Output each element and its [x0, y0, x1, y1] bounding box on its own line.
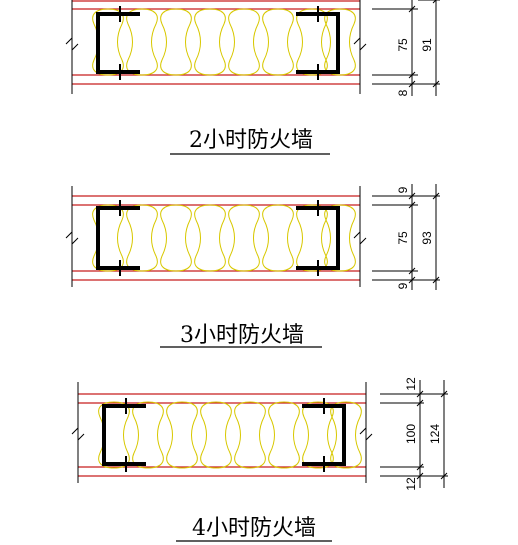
wall-section-3h: 9 75 9 93 3小时防火墙 [65, 184, 440, 348]
caption-4h: 4小时防火墙 [192, 516, 316, 541]
break-mark-right [353, 36, 367, 52]
caption-2h: 2小时防火墙 [189, 128, 313, 153]
dim-board-bottom: 12 [404, 477, 418, 491]
steel-stud-left [96, 6, 140, 80]
dim-stud-depth: 75 [396, 231, 410, 245]
dim-board-top: 9 [396, 186, 410, 193]
insulation [92, 204, 356, 272]
dimension-lines [372, 184, 440, 290]
steel-stud-right [296, 6, 340, 80]
steel-stud-left [96, 200, 140, 276]
insulation [98, 401, 362, 469]
break-mark-left [65, 36, 79, 52]
steel-stud-right [302, 398, 346, 472]
wall-section-4h: 12 100 12 124 4小时防火墙 [71, 377, 448, 542]
break-mark-left [71, 426, 85, 442]
steel-stud-right [296, 200, 340, 276]
wall-section-2h: 75 91 8 2小时防火墙 [65, 0, 440, 155]
dim-total: 91 [420, 38, 434, 52]
dim-board-bottom: 9 [396, 282, 410, 289]
dim-board-bottom: 8 [396, 89, 410, 96]
caption-3h: 3小时防火墙 [180, 323, 304, 348]
dimension-lines [372, 0, 440, 96]
dim-board-top: 12 [404, 377, 418, 391]
break-mark-right [353, 230, 367, 246]
dim-total: 124 [428, 424, 442, 444]
insulation [92, 8, 356, 76]
dimension-lines [380, 380, 448, 488]
dim-total: 93 [420, 231, 434, 245]
steel-stud-left [102, 398, 146, 472]
break-mark-right [359, 426, 373, 442]
break-mark-left [65, 230, 79, 246]
dim-stud-depth: 100 [404, 424, 418, 444]
dim-stud-depth: 75 [396, 38, 410, 52]
